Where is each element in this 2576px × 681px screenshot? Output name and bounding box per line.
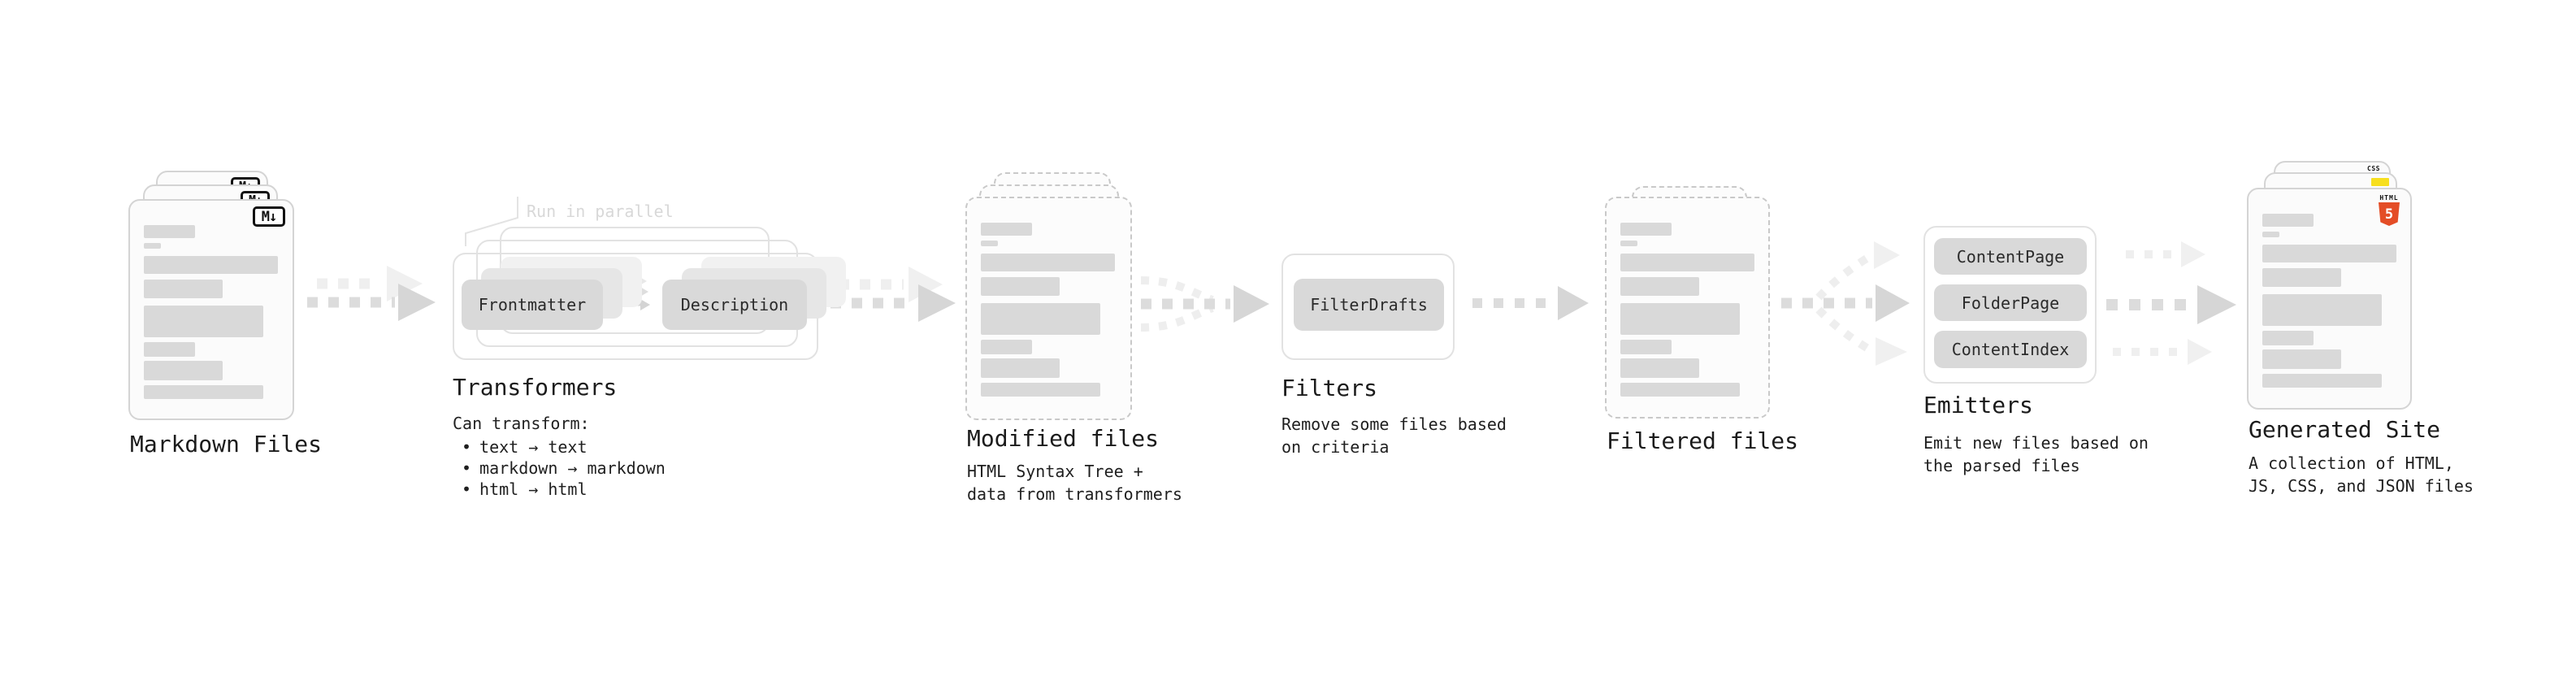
doc-text-bar bbox=[1620, 223, 1672, 236]
modified-doc-front bbox=[965, 197, 1132, 420]
arrow-modified-to-filters bbox=[1140, 276, 1269, 332]
generated-site-caption: A collection of HTML, JS, CSS, and JSON … bbox=[2249, 453, 2474, 496]
transformers-bullet: • markdown → markdown bbox=[462, 458, 666, 478]
doc-text-bar bbox=[981, 383, 1100, 397]
doc-text-bar bbox=[981, 241, 998, 246]
doc-text-bar bbox=[2262, 214, 2314, 227]
doc-text-bar bbox=[1620, 277, 1699, 296]
doc-text-bar bbox=[2262, 232, 2279, 237]
filters-caption: Remove some files based on criteria bbox=[1281, 414, 1507, 457]
transformers-bullet-text: text → text bbox=[479, 437, 588, 457]
transformers-caption-title: Can transform: bbox=[453, 414, 590, 433]
doc-text-bar bbox=[144, 280, 223, 298]
filtered-doc-front bbox=[1605, 197, 1770, 419]
doc-text-bar bbox=[1620, 358, 1699, 378]
transformers-bullet: • html → html bbox=[462, 479, 588, 499]
stage-label-filtered-files: Filtered files bbox=[1607, 427, 1799, 454]
doc-text-bar bbox=[1620, 254, 1754, 271]
arrow-filtered-to-emitters bbox=[1781, 241, 1910, 366]
stage-label-filters: Filters bbox=[1281, 375, 1378, 401]
markdown-doc-front: M↓ bbox=[128, 199, 294, 420]
stage-label-modified-files: Modified files bbox=[967, 425, 1160, 452]
html5-icon: HTML 5 bbox=[2376, 194, 2402, 226]
doc-text-bar bbox=[144, 342, 195, 357]
transformer-box-description: Description bbox=[662, 280, 807, 330]
doc-text-bar bbox=[2262, 331, 2314, 345]
doc-text-bar bbox=[981, 340, 1032, 354]
transformers-bullet: • text → text bbox=[462, 437, 588, 457]
modified-files-caption: HTML Syntax Tree + data from transformer… bbox=[967, 462, 1182, 504]
js-icon bbox=[2371, 178, 2389, 186]
run-in-parallel-note: Run in parallel bbox=[527, 202, 674, 221]
doc-text-bar bbox=[144, 243, 161, 249]
transformers-bullet-text: html → html bbox=[479, 479, 588, 499]
bullet-icon: • bbox=[462, 458, 472, 478]
doc-text-bar bbox=[2262, 349, 2341, 369]
css-icon-text: CSS bbox=[2367, 165, 2380, 172]
doc-text-bar bbox=[1620, 241, 1637, 246]
doc-text-bar bbox=[1620, 303, 1740, 335]
filter-box-filterdrafts: FilterDrafts bbox=[1294, 279, 1444, 331]
doc-text-bar bbox=[981, 223, 1032, 236]
doc-text-bar bbox=[981, 358, 1060, 378]
transformers-bullet-text: markdown → markdown bbox=[479, 458, 666, 478]
doc-text-bar bbox=[981, 277, 1060, 296]
arrow-emitters-to-generated bbox=[2106, 241, 2236, 365]
emitter-box-folderpage: FolderPage bbox=[1934, 284, 2087, 321]
emitters-frame bbox=[1923, 226, 2097, 384]
html5-icon-shield: 5 bbox=[2379, 202, 2400, 226]
doc-text-bar bbox=[2262, 245, 2396, 262]
doc-text-bar bbox=[2262, 268, 2341, 287]
generated-doc-html: HTML 5 bbox=[2247, 188, 2412, 410]
doc-text-bar bbox=[981, 303, 1100, 335]
doc-text-bar bbox=[2262, 374, 2382, 388]
bullet-icon: • bbox=[462, 437, 472, 457]
stage-label-emitters: Emitters bbox=[1923, 392, 2033, 419]
doc-text-bar bbox=[981, 254, 1115, 271]
emitter-box-contentpage: ContentPage bbox=[1934, 238, 2087, 275]
doc-text-bar bbox=[144, 225, 195, 238]
markdown-icon: M↓ bbox=[253, 206, 285, 227]
doc-text-bar bbox=[144, 306, 263, 337]
doc-text-bar bbox=[2262, 294, 2382, 326]
bullet-icon: • bbox=[462, 479, 472, 499]
stage-label-generated-site: Generated Site bbox=[2249, 416, 2441, 443]
arrow-filters-to-filtered bbox=[1472, 286, 1589, 320]
filters-frame bbox=[1281, 254, 1455, 360]
stage-label-markdown-files: Markdown Files bbox=[130, 431, 323, 458]
stage-label-transformers: Transformers bbox=[453, 374, 618, 401]
emitters-caption: Emit new files based on the parsed files bbox=[1923, 433, 2149, 475]
html5-icon-text: HTML bbox=[2379, 194, 2399, 202]
arrow-markdown-to-transformers bbox=[307, 266, 436, 321]
doc-text-bar bbox=[144, 385, 263, 399]
transformer-box-frontmatter: Frontmatter bbox=[462, 280, 603, 330]
arrow-transformers-to-modified bbox=[830, 267, 956, 322]
doc-text-bar bbox=[144, 256, 278, 274]
doc-text-bar bbox=[1620, 383, 1740, 397]
doc-text-bar bbox=[1620, 340, 1672, 354]
emitter-box-contentindex: ContentIndex bbox=[1934, 331, 2087, 368]
doc-text-bar bbox=[144, 361, 223, 380]
